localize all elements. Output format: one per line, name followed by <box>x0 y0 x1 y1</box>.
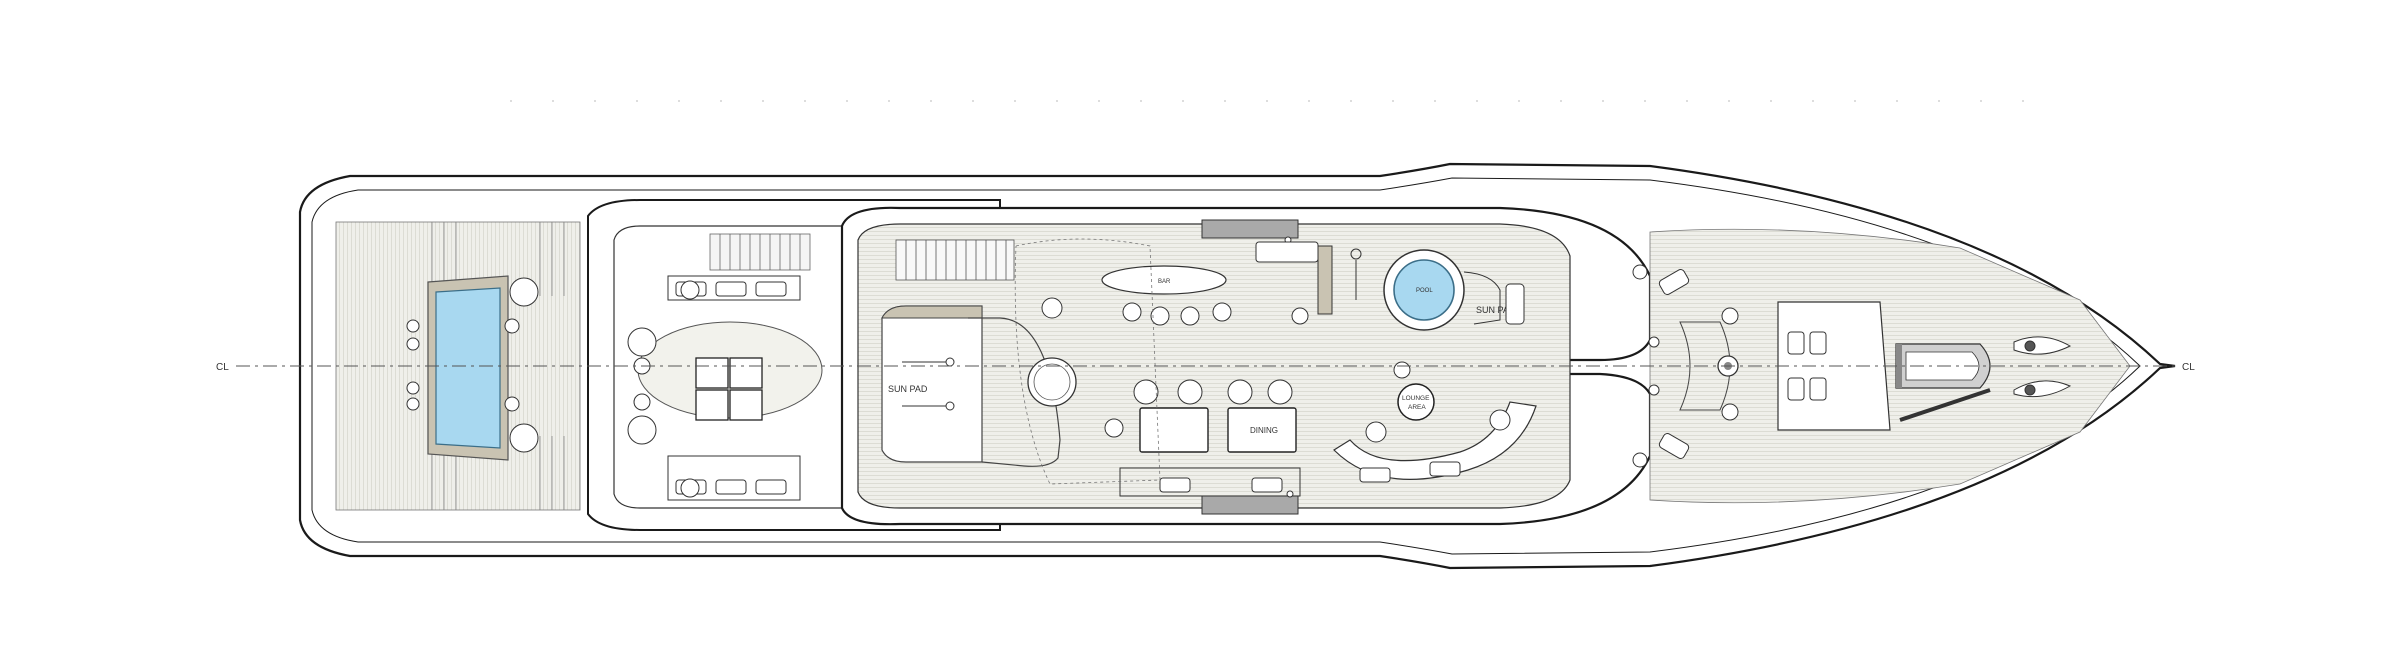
aft-sunpad-topstrip <box>881 305 983 319</box>
centerline-label-left: CL <box>216 362 229 373</box>
bar-counter <box>1101 265 1227 295</box>
lounge-label-1: LOUNGE <box>1402 395 1430 402</box>
fwd-sunpad-cushion <box>1505 283 1525 325</box>
dining-settee-chairs <box>1159 477 1283 493</box>
lounge-label-2: AREA <box>1408 404 1426 411</box>
dashed-area-boundary <box>1014 238 1161 485</box>
dining-label: DINING <box>1250 426 1278 435</box>
centerline-label-right: CL <box>2182 362 2195 373</box>
fwd-bay-chairs <box>1787 331 1827 401</box>
column-post <box>1317 245 1333 315</box>
dining-chairs <box>1104 379 1293 438</box>
lounge-cushions <box>1359 409 1511 483</box>
fwd-sunpad-label: SUN PAD <box>1476 305 1516 315</box>
bow-fittings <box>2013 336 2072 398</box>
pool-label: POOL <box>1416 288 1433 294</box>
bar-label: BAR <box>1158 279 1171 285</box>
aft-salon-chairs <box>627 280 787 498</box>
standing-figure <box>1350 248 1362 300</box>
aft-sunpad-settee <box>968 317 1061 467</box>
foredeck-sofa <box>1679 321 1731 411</box>
round-table-inner <box>1033 363 1071 401</box>
tender-davit <box>1896 344 1902 388</box>
round-table <box>1027 357 1077 407</box>
pool-water <box>1393 259 1455 321</box>
aft-chairs <box>406 277 539 453</box>
aft-stairs <box>709 233 811 271</box>
deck-marker-1 <box>1286 490 1294 498</box>
grey-block-top <box>1201 219 1299 239</box>
aft-coffee-table <box>695 357 763 421</box>
pool-bench <box>1463 271 1501 325</box>
aft-settee-upper <box>667 275 801 301</box>
aft-pool-water <box>435 287 501 449</box>
dining-settee <box>1119 467 1301 497</box>
dining-area <box>1139 407 1297 453</box>
tender-ramp <box>1899 388 1991 422</box>
grey-block-bottom <box>1201 495 1299 515</box>
foredeck-chairs <box>1632 264 1739 468</box>
lounge-table <box>1397 383 1435 421</box>
aft-sunpad-label: SUN PAD <box>888 384 928 394</box>
sundeck-stairs <box>895 239 1015 281</box>
lounge-post <box>1393 361 1411 379</box>
aft-sunbather-figures <box>902 357 955 411</box>
lounge-settee <box>1333 401 1537 480</box>
upper-lounger <box>1255 241 1319 263</box>
bar-stools <box>1041 297 1309 326</box>
aft-settee-lower <box>667 455 801 501</box>
